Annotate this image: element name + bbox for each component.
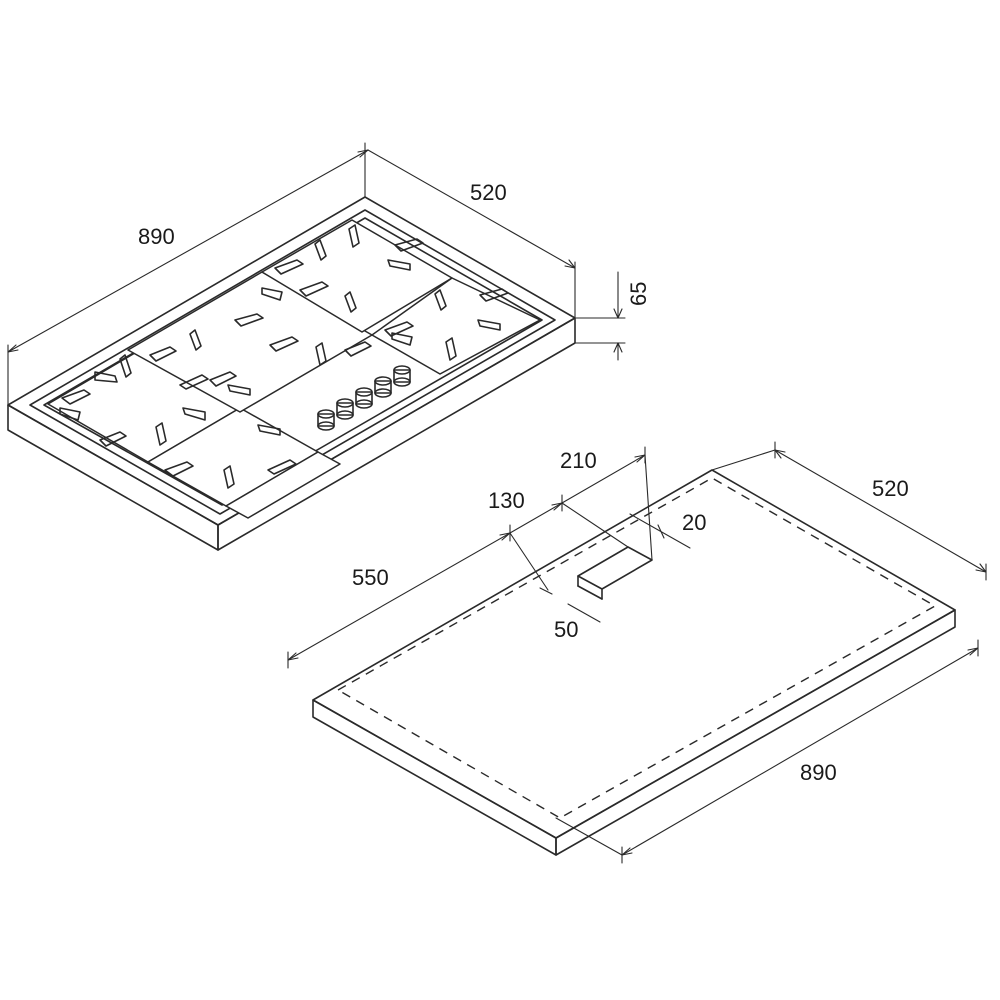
hob-drawing: 890 520 65	[7, 142, 651, 551]
cutout-890-dimension: 890	[555, 639, 979, 864]
knob	[393, 365, 411, 387]
worktop-top-face	[312, 469, 956, 839]
hob-width-label: 890	[138, 224, 175, 249]
cutout-20-dimension: 20	[629, 510, 706, 549]
cutout-20-label: 20	[682, 510, 706, 535]
hob-height-dimension: 65	[574, 271, 651, 361]
knob	[374, 376, 392, 398]
worktop-side-face	[555, 609, 956, 856]
cutout-drawing: 550 130 210 20 50	[287, 441, 987, 864]
hob-depth-label: 520	[470, 180, 507, 205]
cutout-outline	[336, 477, 937, 819]
cutout-130-dimension: 130	[488, 488, 563, 591]
hob-height-label: 65	[626, 282, 651, 306]
cutout-130-label: 130	[488, 488, 525, 513]
cutout-550-dimension: 550	[287, 524, 511, 669]
knob	[317, 409, 335, 431]
hob-depth-dimension: 520	[367, 149, 576, 319]
cutout-890-label: 890	[800, 760, 837, 785]
control-knobs	[317, 365, 411, 431]
pan-support-fingers	[59, 224, 509, 489]
cutout-50-label: 50	[554, 617, 578, 642]
cutout-210-label: 210	[560, 448, 597, 473]
hob-inner-frame	[29, 209, 556, 515]
hob-width-dimension: 890	[7, 142, 369, 406]
cutout-520-label: 520	[872, 476, 909, 501]
cutout-550-label: 550	[352, 565, 389, 590]
knob	[355, 387, 373, 409]
hob-grates	[47, 219, 541, 519]
cutout-520-dimension: 520	[711, 441, 987, 581]
knob	[336, 398, 354, 420]
cutout-210-dimension: 210	[560, 446, 653, 561]
worktop-front-face	[312, 699, 557, 856]
cutout-50-dimension: 50	[539, 587, 601, 642]
connection-slot	[577, 546, 653, 600]
